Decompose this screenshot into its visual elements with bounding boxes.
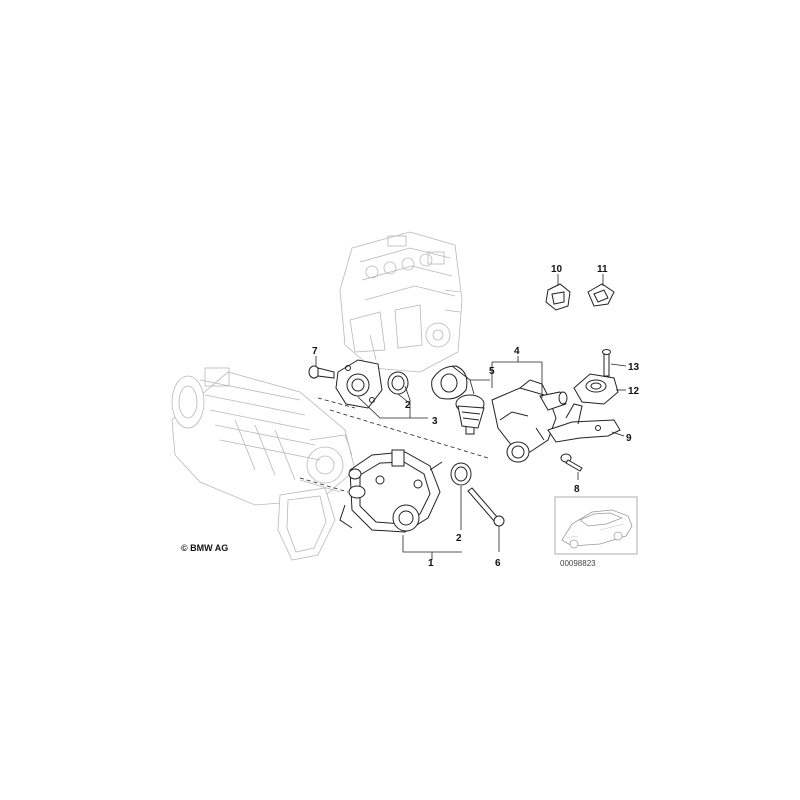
part-10-clip	[545, 283, 571, 311]
callout-2-lower: 2	[456, 533, 462, 544]
callout-2-upper: 2	[405, 400, 411, 411]
part-2-gasket-lower	[450, 462, 472, 486]
vehicle-thumbnail: 00098823	[554, 496, 638, 568]
part-1-housing	[339, 449, 443, 533]
part-7-bolt	[308, 365, 335, 379]
callout-5: 5	[489, 366, 495, 377]
part-9-bracket	[547, 403, 621, 443]
callout-9: 9	[626, 433, 632, 444]
callout-8: 8	[574, 484, 580, 495]
part-11-clip	[587, 283, 615, 307]
callout-11: 11	[597, 264, 608, 275]
part-13-screw	[602, 349, 611, 377]
part-4-thermostat-housing	[491, 379, 568, 463]
callout-1: 1	[428, 558, 434, 569]
part-2-gasket-upper	[387, 371, 409, 395]
callout-12: 12	[628, 386, 640, 397]
part-12-housing	[573, 373, 619, 405]
part-8-bolt	[560, 453, 583, 472]
part-5-gasket	[431, 365, 468, 400]
supercharger-illustration	[171, 367, 356, 561]
part-6-long-bolt	[467, 487, 505, 527]
callout-3: 3	[432, 416, 438, 427]
callout-6: 6	[495, 558, 501, 569]
callout-10: 10	[551, 264, 563, 275]
leader-lines	[299, 274, 627, 560]
part-3-flange	[335, 359, 383, 409]
engine-block-illustration	[339, 231, 463, 373]
part-5-thermostat	[455, 394, 485, 435]
diagram-id: 00098823	[560, 559, 596, 568]
callout-7: 7	[312, 346, 318, 357]
callout-13: 13	[628, 362, 640, 373]
car-icon	[561, 509, 633, 549]
copyright-label: © BMW AG	[181, 543, 228, 553]
callout-4: 4	[514, 346, 520, 357]
